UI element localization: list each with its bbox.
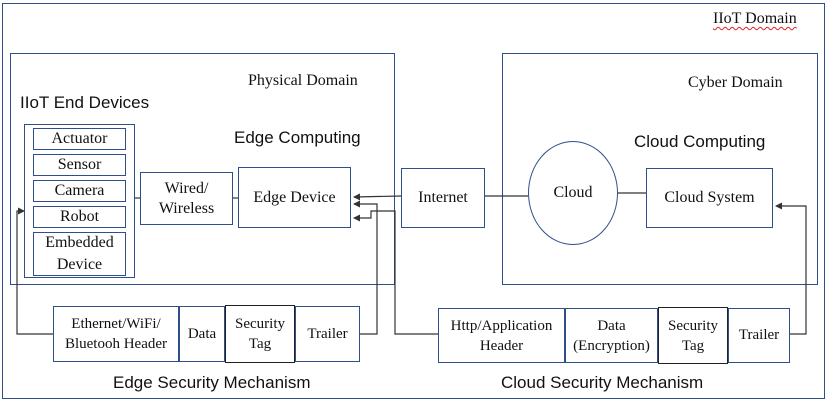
edge-header-cell: Ethernet/WiFi/ Bluetooh Header xyxy=(53,306,179,362)
device-robot: Robot xyxy=(33,206,126,228)
cloud-trailer-cell: Trailer xyxy=(728,308,790,363)
device-camera: Camera xyxy=(33,180,126,202)
cloud-data-cell: Data (Encryption) xyxy=(565,308,658,363)
iiot-domain-frame xyxy=(2,3,825,399)
iiot-domain-label: IIoT Domain xyxy=(713,10,797,27)
internet-node: Internet xyxy=(401,168,485,228)
edge-data-cell: Data xyxy=(179,306,225,362)
edge-trailer-cell: Trailer xyxy=(295,306,360,362)
physical-domain-label: Physical Domain xyxy=(248,72,358,89)
device-sensor: Sensor xyxy=(33,154,126,176)
cloud-computing-title: Cloud Computing xyxy=(634,132,766,151)
device-actuator: Actuator xyxy=(33,128,126,150)
edge-security-tag-cell: Security Tag xyxy=(225,305,295,363)
wired-wireless-link: Wired/ Wireless xyxy=(140,172,233,225)
cloud-system: Cloud System xyxy=(646,168,773,228)
cloud-header-cell: Http/Application Header xyxy=(438,308,565,363)
edge-computing-title: Edge Computing xyxy=(234,128,361,147)
cloud-security-caption: Cloud Security Mechanism xyxy=(501,373,704,392)
device-embedded: Embedded Device xyxy=(33,232,126,276)
edge-security-caption: Edge Security Mechanism xyxy=(113,373,311,392)
physical-domain-frame xyxy=(10,53,395,285)
cyber-domain-label: Cyber Domain xyxy=(688,74,783,91)
edge-device: Edge Device xyxy=(238,167,351,228)
end-devices-group xyxy=(24,124,135,278)
cloud-node: Cloud xyxy=(528,141,618,245)
cyber-domain-frame xyxy=(502,53,818,285)
end-devices-title: IIoT End Devices xyxy=(20,93,150,112)
cloud-security-tag-cell: Security Tag xyxy=(658,307,728,364)
